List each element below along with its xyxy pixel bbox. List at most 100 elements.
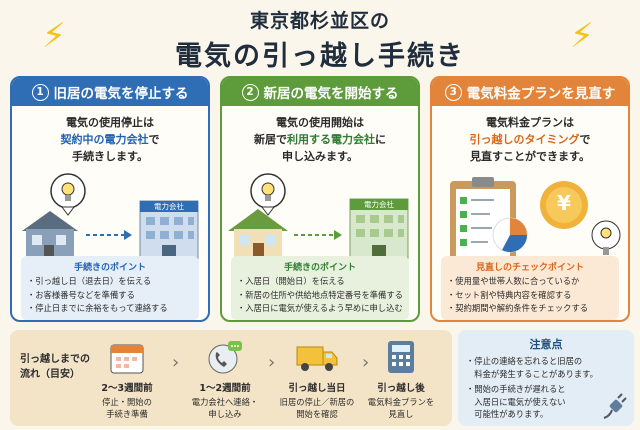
note-line: 入居日に電気が使えない bbox=[466, 396, 566, 407]
card-lead: 電気の使用停止は 契約中の電力会社で 手続きします。 bbox=[12, 114, 208, 165]
step-desc-line: 電気料金プランを bbox=[367, 397, 435, 407]
step-desc: 旧居の停止／新居の開始を確認 bbox=[272, 396, 362, 420]
lead-text: に bbox=[375, 133, 386, 146]
lead-line: 電気料金プランは bbox=[486, 116, 574, 129]
card-header: 3 電気料金プランを見直す bbox=[432, 78, 628, 106]
lead-line: 見直すことができます。 bbox=[470, 150, 590, 163]
card-stop-old: 1 旧居の電気を停止する 電気の使用停止は 契約中の電力会社で 手続きします。 bbox=[10, 76, 210, 322]
lead-line: 引っ越しのタイミングで bbox=[432, 131, 628, 148]
list-item: ・セット割や特典内容を確認する bbox=[447, 289, 572, 300]
chevron-right-icon: › bbox=[268, 352, 276, 373]
illustration: ¥ bbox=[432, 169, 628, 265]
card-title: 旧居の電気を停止する bbox=[53, 86, 189, 102]
points-box: 見直しのチェックポイント ・使用量や世帯人数に合っているか ・セット割や特典内容… bbox=[441, 256, 619, 320]
flow-label: 引っ越しまでの 流れ（目安） bbox=[20, 352, 90, 382]
building-label: 電力会社 bbox=[154, 202, 184, 211]
points-box: 手続きのポイント ・引っ越し日（退去日）を伝える ・お客様番号などを準備する ・… bbox=[21, 256, 199, 320]
lead-line: 申し込みます。 bbox=[282, 150, 358, 163]
step-desc-line: 申し込み bbox=[208, 409, 242, 419]
step-number: 2 bbox=[241, 83, 259, 101]
step-desc-line: 停止・開始の bbox=[102, 397, 152, 407]
calculator-icon bbox=[356, 338, 446, 376]
lead-highlight: 利用する電力会社 bbox=[287, 133, 375, 146]
note-line: ・停止の連絡を忘れると旧居の bbox=[466, 356, 583, 366]
lead-line: 新居で利用する電力会社に bbox=[222, 131, 418, 148]
lead-highlight: 引っ越しのタイミング bbox=[469, 133, 580, 146]
flow-step: 2〜3週間前 停止・開始の手続き準備 bbox=[82, 338, 172, 420]
lead-line: 契約中の電力会社で bbox=[12, 131, 208, 148]
points-title: 手続きのポイント bbox=[73, 263, 146, 273]
lead-text: で bbox=[148, 133, 160, 146]
step-number: 1 bbox=[31, 83, 49, 101]
lead-text: で bbox=[579, 133, 591, 146]
step-desc-line: 手続き準備 bbox=[106, 409, 148, 419]
card-lead: 電気料金プランは 引っ越しのタイミングで 見直すことができます。 bbox=[432, 114, 628, 165]
note-line: 料金が発生することがあります。 bbox=[466, 368, 598, 379]
lead-text: 新居で bbox=[254, 133, 287, 146]
newhouse-to-company-illustration bbox=[228, 173, 409, 262]
list-item: ・お客様番号などを準備する bbox=[27, 289, 135, 300]
lead-line: 手続きします。 bbox=[72, 150, 148, 163]
card-lead: 電気の使用開始は 新居で利用する電力会社に 申し込みます。 bbox=[222, 114, 418, 165]
list-item: ・契約期間や解約条件をチェックする bbox=[447, 303, 589, 313]
page-title: 電気の引っ越し手続き bbox=[175, 41, 465, 72]
lead-line: 電気の使用開始は bbox=[276, 116, 364, 129]
points-box: 手続きのポイント ・入居日（開始日）を伝える ・新居の住所や供給地点特定番号を準… bbox=[231, 256, 409, 320]
step-desc-line: 開始を確認 bbox=[296, 409, 338, 419]
step-desc-line: 旧居の停止／新居の bbox=[279, 397, 355, 407]
house-to-company-illustration bbox=[22, 173, 199, 262]
flow-label-line: 流れ（目安） bbox=[20, 369, 80, 380]
card-title: 新居の電気を開始する bbox=[263, 86, 399, 102]
building-label: 電力会社 bbox=[364, 200, 394, 209]
list-item: ・新居の住所や供給地点特定番号を準備する bbox=[237, 289, 403, 300]
flow-step: 引っ越し後 電気料金プランを見直し bbox=[356, 338, 446, 420]
step-desc: 停止・開始の手続き準備 bbox=[82, 396, 172, 420]
step-title: 1〜2週間前 bbox=[199, 383, 251, 394]
step-title: 2〜3週間前 bbox=[101, 383, 153, 394]
flow-label-line: 引っ越しまでの bbox=[20, 354, 90, 365]
calendar-icon bbox=[82, 338, 172, 376]
step-desc-line: 見直し bbox=[388, 409, 414, 419]
page-header: 東京都杉並区の 電気の引っ越し手続き bbox=[0, 6, 640, 73]
list-item: ・入居日に電気が使えるよう早めに申し込む bbox=[237, 303, 403, 313]
list-item: ・停止の連絡を忘れると旧居の 料金が発生することがあります。 bbox=[466, 355, 626, 380]
step-number: 3 bbox=[444, 83, 462, 101]
note-line: ・開始の手続きが遅れると bbox=[466, 384, 566, 394]
step-desc: 電力会社へ連絡・申し込み bbox=[180, 396, 270, 420]
list-item: ・停止日までに余裕をもって連絡する bbox=[27, 303, 168, 313]
note-line: 可能性があります。 bbox=[466, 409, 549, 419]
list-item: ・入居日（開始日）を伝える bbox=[237, 276, 345, 286]
flow-step: 1〜2週間前 電力会社へ連絡・申し込み bbox=[180, 338, 270, 420]
page-subtitle: 東京都杉並区の bbox=[249, 10, 390, 32]
step-desc-line: 電力会社へ連絡・ bbox=[191, 397, 259, 407]
card-review-plan: 3 電気料金プランを見直す 電気料金プランは 引っ越しのタイミングで 見直すこと… bbox=[430, 76, 630, 322]
illustration: 電力会社 bbox=[12, 169, 208, 265]
card-header: 1 旧居の電気を停止する bbox=[12, 78, 208, 106]
card-start-new: 2 新居の電気を開始する 電気の使用開始は 新居で利用する電力会社に 申し込みま… bbox=[220, 76, 420, 322]
yen-icon: ¥ bbox=[557, 191, 571, 215]
lightning-icon-right: ⚡ bbox=[570, 16, 594, 56]
truck-icon bbox=[272, 338, 362, 376]
chevron-right-icon: › bbox=[362, 352, 370, 373]
lightning-icon-left: ⚡ bbox=[42, 16, 66, 56]
flow-step: 引っ越し当日 旧居の停止／新居の開始を確認 bbox=[272, 338, 362, 420]
caution-box: 注意点 ・停止の連絡を忘れると旧居の 料金が発生することがあります。 ・開始の手… bbox=[458, 330, 634, 426]
lead-highlight: 契約中の電力会社 bbox=[60, 133, 149, 146]
step-title: 引っ越し後 bbox=[377, 383, 425, 394]
points-title: 見直しのチェックポイント bbox=[475, 263, 584, 273]
list-item: ・開始の手続きが遅れると 入居日に電気が使えない 可能性があります。 bbox=[466, 383, 626, 421]
step-desc: 電気料金プランを見直し bbox=[356, 396, 446, 420]
illustration: 電力会社 bbox=[222, 169, 418, 265]
points-title: 手続きのポイント bbox=[283, 263, 356, 273]
list-item: ・引っ越し日（退去日）を伝える bbox=[27, 276, 152, 286]
plug-icon bbox=[603, 393, 627, 419]
step-title: 引っ越し当日 bbox=[288, 383, 346, 394]
lead-line: 電気の使用停止は bbox=[66, 116, 154, 129]
chevron-right-icon: › bbox=[172, 352, 180, 373]
card-header: 2 新居の電気を開始する bbox=[222, 78, 418, 106]
caution-title: 注意点 bbox=[529, 338, 563, 351]
flow-timeline: 引っ越しまでの 流れ（目安） 2〜3週間前 停止・開始の手続き準備 › 1〜2週… bbox=[10, 330, 452, 426]
clipboard-yen-illustration bbox=[450, 177, 621, 261]
card-title: 電気料金プランを見直す bbox=[466, 86, 616, 102]
phone-icon bbox=[180, 338, 270, 376]
